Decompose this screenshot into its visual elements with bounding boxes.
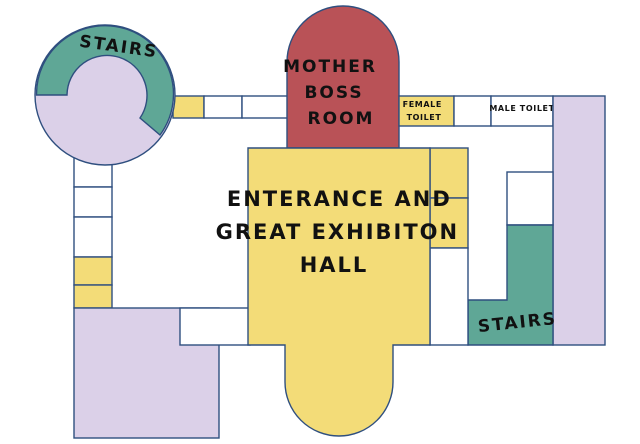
side-room-right-1 (429, 147, 469, 199)
female-toilet-label-line-2: TOILET (407, 113, 442, 122)
room-right-tall (552, 95, 606, 346)
corridor-room-toilet-gap (453, 95, 492, 127)
corridor-room-bottom (179, 307, 251, 346)
entrance-exhibition-hall (247, 147, 431, 437)
corridor-room-left-4 (73, 256, 113, 286)
mother-boss-label-line-2: BOSS (304, 83, 363, 103)
female-toilet-label: FEMALE TOILET (403, 100, 446, 122)
mother-boss-room-label: MOTHER BOSS ROOM (283, 57, 385, 129)
corridor-room-left-3 (73, 216, 113, 258)
mother-boss-room (286, 5, 400, 149)
side-room-right-2 (429, 197, 469, 249)
female-toilet-room (398, 95, 455, 127)
corridor-room-top-3 (241, 95, 289, 119)
corridor-room-left-5 (73, 284, 113, 309)
side-room-right-3 (429, 247, 469, 346)
mother-boss-label-line-1: MOTHER (283, 57, 377, 77)
corridor-room-left-2 (73, 186, 113, 218)
entrance-hall-label-line-3: HALL (300, 253, 369, 277)
corridor-room-top-2 (203, 95, 243, 119)
mother-boss-label-line-3: ROOM (308, 109, 375, 129)
entrance-hall-label-line-1: ENTERANCE AND (227, 187, 452, 211)
female-toilet-label-line-1: FEMALE (403, 100, 442, 109)
male-toilet-label: MALE TOILET (489, 104, 554, 113)
entrance-hall-label: ENTERANCE AND GREAT EXHIBITON HALL (216, 187, 469, 277)
corridor-room-right-1 (506, 171, 554, 226)
entrance-hall-label-line-2: GREAT EXHIBITON (216, 220, 460, 244)
stairs-ring-left (35, 24, 175, 137)
corridor-room-top-1 (172, 95, 205, 119)
